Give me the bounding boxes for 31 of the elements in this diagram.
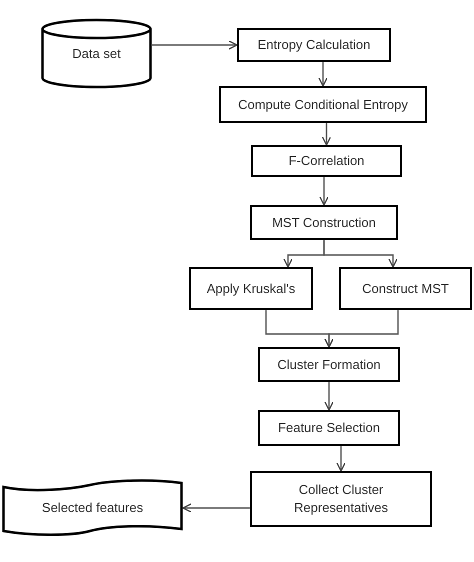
process-box: [251, 145, 402, 177]
node-label: Cluster Formation: [277, 356, 381, 374]
node-label: Selected features: [42, 499, 144, 517]
process-box: [219, 86, 427, 123]
node-label: Feature Selection: [278, 419, 380, 437]
arrow: [336, 446, 346, 472]
process-box: [339, 267, 472, 310]
arrow: [324, 382, 334, 411]
arrow: [323, 240, 398, 268]
arrow: [324, 310, 399, 348]
process-box: [189, 267, 313, 310]
process-box: [258, 410, 400, 446]
node-label: Collect Cluster Representatives: [293, 481, 389, 517]
node-label: F-Correlation: [288, 152, 364, 170]
process-box: [237, 28, 391, 62]
arrow: [319, 177, 329, 206]
document-shape: [2, 479, 183, 537]
arrow: [322, 123, 332, 146]
process-box: [258, 347, 400, 382]
node-label: Compute Conditional Entropy: [238, 96, 408, 114]
node-label: Construct MST: [362, 280, 449, 298]
node-label: MST Construction: [272, 214, 376, 232]
database-cylinder: [41, 20, 152, 87]
arrow: [182, 503, 250, 513]
arrow: [318, 62, 328, 87]
arrow: [152, 40, 238, 50]
node-label: Data set: [72, 44, 121, 62]
node-label: Entropy Calculation: [258, 36, 370, 54]
process-box: [250, 471, 432, 527]
node-label: Apply Kruskal's: [206, 280, 296, 298]
process-box: [250, 205, 398, 240]
